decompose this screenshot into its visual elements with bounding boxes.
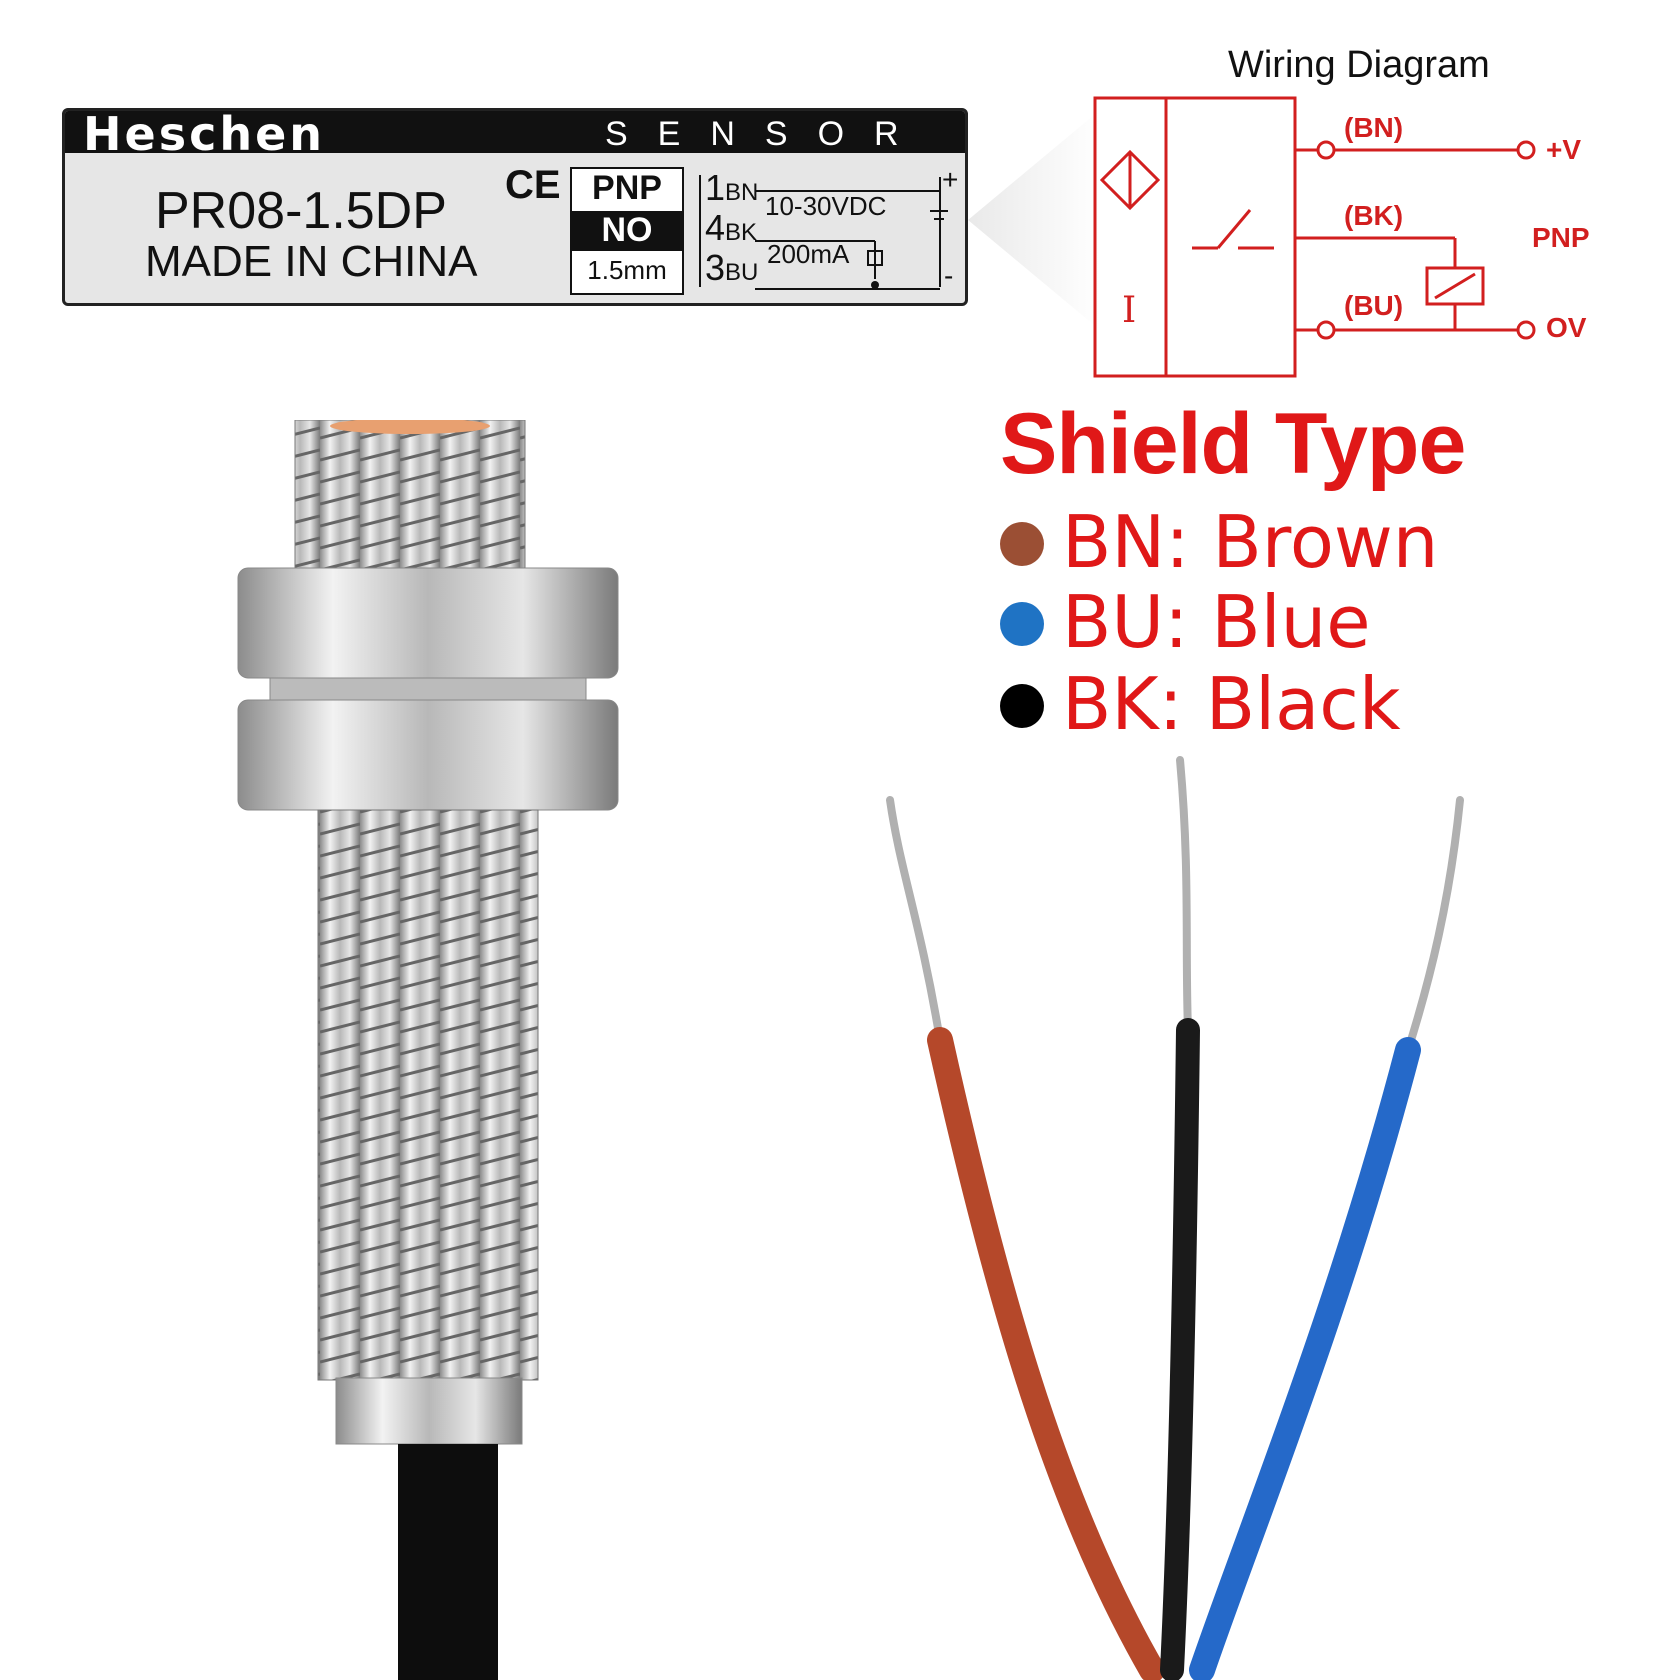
wire-label-bn: (BN) bbox=[1344, 112, 1404, 143]
ce-mark: CE bbox=[505, 163, 561, 207]
label-header: Heschen SENSOR bbox=[65, 111, 965, 161]
brown-dot-icon bbox=[1000, 522, 1044, 566]
blue-dot-icon bbox=[1000, 602, 1044, 646]
pin-1: 1BN bbox=[705, 167, 759, 208]
wiring-diagram: I bbox=[1093, 96, 1536, 378]
brand-name: Heschen bbox=[83, 108, 326, 161]
black-dot-icon bbox=[1000, 684, 1044, 728]
spec-box: PNP NO 1.5mm bbox=[570, 167, 684, 295]
wires-illustration bbox=[886, 756, 1464, 1680]
voltage-rating: 10-30VDC bbox=[765, 191, 887, 221]
wiring-diagram-title: Wiring Diagram bbox=[1228, 44, 1490, 86]
label-plus: + bbox=[942, 167, 958, 195]
wire-label-bk: (BK) bbox=[1344, 200, 1404, 231]
output-type: PNP bbox=[1532, 222, 1590, 253]
callout-wedge bbox=[968, 110, 1100, 330]
current-rating: 200mA bbox=[767, 239, 850, 269]
wire-label-bu: (BU) bbox=[1344, 290, 1404, 321]
pin-3: 3BU bbox=[705, 247, 759, 288]
spec-range: 1.5mm bbox=[587, 255, 667, 285]
spec-type: PNP bbox=[592, 169, 662, 207]
current-symbol: I bbox=[1122, 290, 1136, 331]
sensor-word: SENSOR bbox=[605, 115, 929, 153]
pin-4: 4BK bbox=[705, 207, 758, 248]
sensor-label: Heschen SENSOR PR08-1.5DP MADE IN CHINA … bbox=[62, 108, 968, 306]
shield-type-title: Shield Type bbox=[1000, 396, 1466, 492]
made-in: MADE IN CHINA bbox=[145, 237, 478, 286]
terminal-zero-v: OV bbox=[1546, 312, 1587, 343]
model-number: PR08-1.5DP bbox=[155, 182, 447, 240]
terminal-plus-v: +V bbox=[1546, 134, 1582, 165]
label-circuit: + - bbox=[699, 167, 958, 291]
sensor-illustration bbox=[237, 420, 619, 1680]
spec-mode: NO bbox=[572, 211, 682, 251]
label-minus: - bbox=[944, 260, 953, 291]
